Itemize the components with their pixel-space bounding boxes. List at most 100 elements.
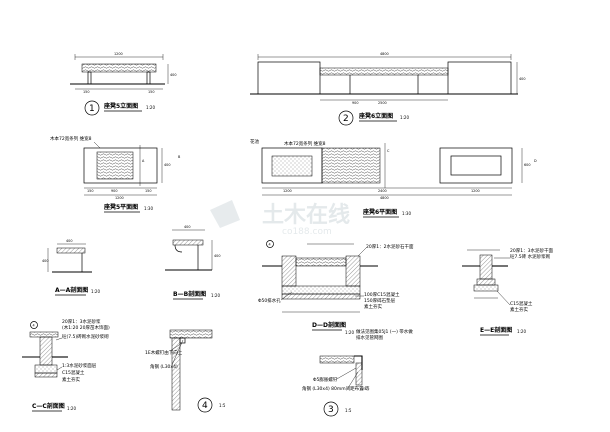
- note-spec: 做法见图集05J1 (一) 带水做: [356, 328, 413, 335]
- dim-side: 600: [524, 163, 530, 167]
- view-title: A—A剖面图: [55, 286, 88, 294]
- view-number-circle: [84, 100, 100, 116]
- dim-height: 400: [519, 77, 525, 81]
- callout-circle: [266, 240, 274, 248]
- view-scale: 1:30: [144, 206, 153, 211]
- section-mark-c: C: [387, 149, 390, 153]
- view-scale: 1:20: [67, 406, 76, 411]
- watermark: 土木在线 co188.com: [210, 200, 350, 237]
- dim-total: 1200: [115, 196, 124, 200]
- callout-number: 4: [269, 243, 271, 247]
- view-number-circle: [338, 110, 354, 126]
- detail-4: 1E木螺钉由下向上 角钢 (L30x4) 4 1:5: [145, 329, 226, 413]
- watermark-text: 土木在线: [262, 202, 350, 228]
- section-c: 4 20厚1：3水泥砂浆 (木1:20 20厚苗木饰面) 砼(7.5)砖砌水泥砂…: [22, 318, 110, 412]
- callout-circle: [30, 321, 38, 329]
- plan-note: 木本72宽条列 维宽8: [50, 135, 92, 142]
- note-a: 1E木螺钉由下向上: [145, 349, 183, 356]
- dim-b: 2500: [378, 101, 387, 105]
- bench-top: [81, 63, 157, 73]
- note-4: C15混凝土: [62, 369, 85, 376]
- view-scale: 1:20: [517, 329, 526, 334]
- dim-a: 150: [87, 189, 93, 193]
- note-b: 角钢 (L30x4): [150, 363, 178, 370]
- dim-total: 4800: [380, 196, 389, 200]
- detail-number-circle: [197, 397, 213, 413]
- view-title: 座凳6平面图: [362, 208, 397, 216]
- note-b: 角钢 (L30x4) 80mm间距布置 等: [302, 385, 370, 392]
- view-title: 座凳6立面图: [358, 112, 393, 120]
- note-3: 素土夯实: [510, 306, 528, 313]
- note-1: 砼7.5砖 水泥砂浆砌: [510, 253, 551, 260]
- note-0: 20厚1：3水泥砂干面: [510, 247, 553, 254]
- dim-side: 400: [42, 259, 48, 263]
- note-bottom: 排水见管网图: [356, 334, 383, 341]
- dim-c: 150: [145, 189, 151, 193]
- dim-height: 400: [170, 73, 176, 77]
- view-title: C—C剖面图: [32, 402, 65, 410]
- view-scale: 1:20: [211, 293, 220, 298]
- view-scale: 1:20: [400, 115, 409, 120]
- note-1: 100厚C15混凝土: [364, 291, 400, 298]
- note-0: 20厚1：2水泥砂石干面: [366, 243, 414, 250]
- note-a: Φ5膨胀螺钉: [313, 376, 338, 383]
- note-2: 砼(7.5)砖砌水泥砂浆砌: [62, 333, 109, 340]
- note-2: 150厚碎石垫层: [364, 297, 396, 304]
- dim-b: 2400: [378, 189, 387, 193]
- view-scale: 1:20: [345, 330, 354, 335]
- section-b: 400 400 B—B剖面图 1:20: [165, 225, 220, 300]
- section-mark-b: B: [178, 155, 181, 159]
- detail-number-circle: [323, 401, 339, 417]
- dim-top: 400: [66, 239, 72, 243]
- note-1: (木1:20 20厚苗木饰面): [62, 324, 110, 331]
- detail-scale: 1:5: [219, 403, 226, 408]
- note-c: 25: [362, 387, 366, 391]
- detail-3: Φ5膨胀螺钉 角钢 (L30x4) 80mm间距布置 等 25 3 1:5: [302, 355, 370, 417]
- view-1-elevation: 1200 150 150 400 1 座凳5立面图 1:20: [70, 52, 176, 116]
- note-drain: Φ50排水孔: [258, 297, 281, 304]
- dim-total: 1200: [114, 52, 123, 56]
- dim-side: 400: [164, 163, 170, 167]
- dim-a: 900: [352, 101, 358, 105]
- detail-number: 3: [328, 405, 334, 415]
- view-title: 座凳5平面图: [103, 203, 138, 211]
- view-number: 1: [89, 104, 95, 114]
- detail-scale: 1:5: [345, 408, 352, 413]
- dim-b: 900: [111, 189, 117, 193]
- note-5: 素土夯实: [62, 376, 80, 383]
- view-scale: 1:20: [146, 105, 155, 110]
- note-0: 20厚1：3水泥砂浆: [62, 318, 101, 325]
- watermark-logo-icon: [210, 200, 240, 228]
- view-scale: 1:30: [402, 211, 411, 216]
- view-scale: 1:20: [91, 289, 100, 294]
- plan-note: 木本72宽条列 维宽8: [284, 140, 326, 147]
- section-d: 4 20厚1：2水泥砂石干面 100厚C15混凝土 150厚碎石垫层 素土夯实 …: [258, 240, 414, 341]
- dim-c: 1200: [471, 189, 480, 193]
- dim-right: 150: [148, 90, 154, 94]
- note-2: C15混凝土: [510, 300, 533, 307]
- plan-label-left: 花池: [250, 138, 259, 145]
- section-e: 20厚1：3水泥砂干面 砼7.5砖 水泥砂浆砌 C15混凝土 素土夯实 E—E剖…: [462, 247, 553, 336]
- view-title: B—B剖面图: [173, 290, 206, 298]
- plan-6: 花池 木本72宽条列 维宽8 C 600 D 1200 2400 1200 48…: [250, 138, 537, 218]
- dim-left: 150: [83, 90, 89, 94]
- view-title: E—E剖面图: [480, 326, 512, 334]
- view-number: 2: [343, 114, 349, 124]
- dim-total: 4800: [380, 52, 389, 56]
- section-mark-d: D: [534, 159, 537, 163]
- view-title: D—D剖面图: [312, 321, 346, 329]
- detail-number: 4: [202, 401, 208, 411]
- dim-top: 400: [184, 225, 190, 229]
- note-3: 素土夯实: [364, 303, 382, 310]
- watermark-url: co188.com: [282, 227, 332, 237]
- view-title: 座凳5立面图: [103, 102, 138, 110]
- view-2-elevation: 4800 900 2500 400 2 座凳6立面图 1:20: [250, 52, 525, 126]
- callout-number: 4: [33, 324, 35, 328]
- plan-5: 木本72宽条列 维宽8 A 400 B 150 900 150 1200 座凳5…: [50, 135, 181, 213]
- dim-a: 1200: [283, 189, 292, 193]
- dim-side: 400: [214, 254, 220, 258]
- section-mark-a: A: [142, 159, 145, 163]
- section-a: 400 400 A—A剖面图 1:20: [42, 239, 100, 296]
- note-3: 1:3水泥砂浆面层: [62, 362, 97, 369]
